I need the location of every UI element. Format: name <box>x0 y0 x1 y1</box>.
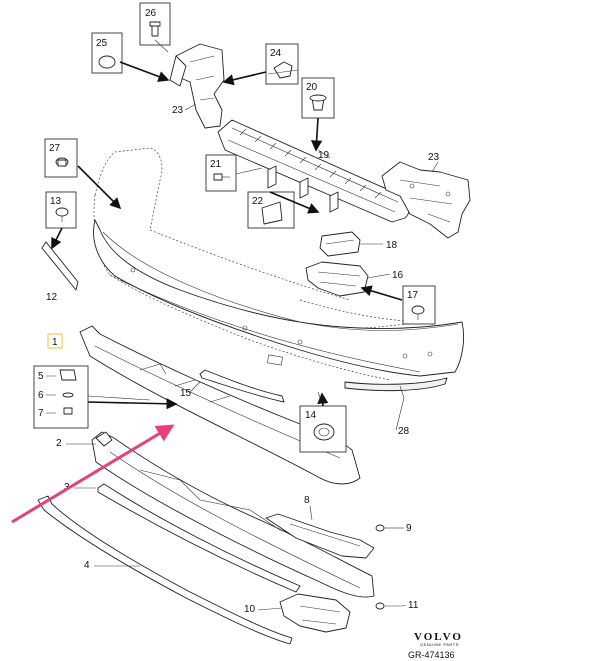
callout-28[interactable]: 28 <box>398 426 410 437</box>
callout-18[interactable]: 18 <box>386 240 398 251</box>
bumper-cover <box>93 219 465 392</box>
bracket-18 <box>319 231 361 257</box>
callout-24[interactable]: 24 <box>265 43 299 85</box>
trim-strip-3 <box>97 483 301 593</box>
svg-text:5: 5 <box>38 371 44 382</box>
diagram-reference: GR-474136 <box>408 650 455 660</box>
brand-subtitle: GENUINE PARTS <box>420 642 459 647</box>
callout-1[interactable]: 1 <box>52 337 58 348</box>
lower-diffuser-2 <box>91 431 375 598</box>
callout-12[interactable]: 12 <box>46 292 58 303</box>
callout-13[interactable]: 13 <box>45 191 77 229</box>
left-mount-bracket <box>169 43 225 129</box>
svg-text:26: 26 <box>145 8 157 19</box>
callout-group-5-6-7[interactable]: 5 6 7 <box>33 365 89 429</box>
callout-23-right[interactable]: 23 <box>428 152 440 163</box>
brand-footer: VOLVO GENUINE PARTS GR-474136 <box>408 631 463 660</box>
pointer-arrows <box>51 61 403 410</box>
bracket-16 <box>305 261 369 297</box>
svg-text:7: 7 <box>38 408 44 419</box>
svg-text:20: 20 <box>306 82 318 93</box>
callout-4[interactable]: 4 <box>84 560 90 571</box>
callout-21[interactable]: 21 <box>205 154 237 192</box>
callout-25[interactable]: 25 <box>91 32 123 74</box>
callout-8[interactable]: 8 <box>304 495 310 506</box>
callout-27[interactable]: 27 <box>44 138 78 178</box>
callout-26[interactable]: 26 <box>139 2 171 46</box>
callout-2[interactable]: 2 <box>56 438 62 449</box>
callout-14[interactable]: 14 <box>299 405 347 453</box>
callout-19[interactable]: 19 <box>318 150 330 161</box>
callout-23-left[interactable]: 23 <box>172 105 184 116</box>
svg-text:25: 25 <box>96 38 108 49</box>
svg-text:6: 6 <box>38 390 44 401</box>
highlight-arrow <box>11 424 175 524</box>
callout-20[interactable]: 20 <box>301 77 335 119</box>
svg-text:13: 13 <box>50 196 62 207</box>
svg-text:24: 24 <box>270 48 282 59</box>
brand-logo: VOLVO <box>414 631 463 643</box>
callout-10[interactable]: 10 <box>244 604 256 615</box>
callout-15[interactable]: 15 <box>180 388 192 399</box>
reinforcement-beam <box>217 119 410 223</box>
svg-text:21: 21 <box>210 159 222 170</box>
callout-22[interactable]: 22 <box>247 191 295 229</box>
chrome-strip-15 <box>199 369 285 403</box>
callout-9[interactable]: 9 <box>406 523 412 534</box>
trim-strip-4 <box>37 495 293 645</box>
svg-text:27: 27 <box>49 143 61 154</box>
exhaust-trim-10 <box>279 593 351 633</box>
callout-16[interactable]: 16 <box>392 270 404 281</box>
svg-text:22: 22 <box>252 196 264 207</box>
screw-11 <box>375 602 402 610</box>
trim-strip-12 <box>41 241 79 291</box>
svg-text:17: 17 <box>407 290 419 301</box>
svg-text:14: 14 <box>305 410 317 421</box>
exhaust-trim-8 <box>265 513 375 559</box>
callout-17[interactable]: 17 <box>402 285 436 325</box>
selected-highlight-box <box>47 333 63 349</box>
screw-9 <box>375 524 400 532</box>
right-mount-bracket <box>381 161 471 239</box>
callout-11[interactable]: 11 <box>408 600 419 611</box>
